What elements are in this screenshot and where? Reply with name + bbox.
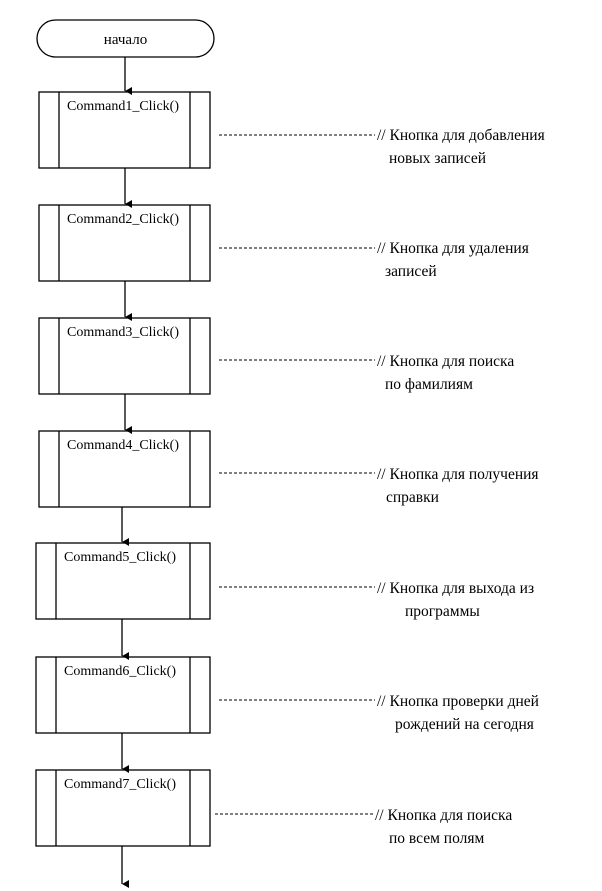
comment-line-2: справки: [386, 489, 439, 506]
comment-line-2: записей: [385, 263, 437, 280]
comment-line-1: // Кнопка для удаления: [377, 240, 529, 257]
comment-line-2: рождений на сегодня: [395, 716, 534, 733]
connectors: [121, 57, 132, 888]
process-block: Command7_Click() // Кнопка для поиска по в…: [35, 769, 512, 847]
process-block-shape: [38, 430, 211, 508]
process-block-label: Command6_Click(): [64, 664, 176, 679]
process-block-label: Command7_Click(): [64, 777, 176, 792]
process-block-label: Command1_Click(): [67, 99, 179, 114]
process-block-shape: [35, 656, 211, 734]
process-block-label: Command5_Click(): [64, 550, 176, 565]
comment-line-2: программы: [405, 603, 480, 620]
process-block-shape: [35, 542, 211, 620]
comment-line-2: по всем полям: [389, 830, 484, 847]
process-block: Command1_Click() // Кнопка для добавления…: [38, 91, 545, 169]
process-block-label: Command4_Click(): [67, 438, 179, 453]
process-block: Command2_Click() // Кнопка для удаления за…: [38, 204, 529, 282]
process-block-label: Command3_Click(): [67, 325, 179, 340]
comment-line-2: новых записей: [389, 150, 486, 167]
process-blocks: Command1_Click() // Кнопка для добавления…: [35, 91, 545, 847]
start-label: начало: [104, 32, 147, 48]
comment-line-1: // Кнопка для выхода из: [377, 580, 534, 597]
process-block-shape: [38, 91, 211, 169]
process-block: Command5_Click() // Кнопка для выхода из п…: [35, 542, 534, 620]
process-block: Command3_Click() // Кнопка для поиска по ф…: [38, 317, 514, 395]
comment-line-2: по фамилиям: [385, 376, 473, 393]
process-block-label: Command2_Click(): [67, 212, 179, 227]
comment-line-1: // Кнопка для получения: [377, 466, 539, 483]
process-block-shape: [35, 769, 211, 847]
comment-line-1: // Кнопка для поиска: [377, 353, 514, 370]
comment-line-1: // Кнопка для добавления: [377, 127, 545, 144]
process-block: Command6_Click() // Кнопка проверки дней р…: [35, 656, 539, 734]
start-terminator: начало: [36, 19, 215, 58]
process-block: Command4_Click() // Кнопка для получения с…: [38, 430, 539, 508]
comment-line-1: // Кнопка проверки дней: [377, 693, 539, 710]
comment-line-1: // Кнопка для поиска: [375, 807, 512, 824]
process-block-shape: [38, 204, 211, 282]
